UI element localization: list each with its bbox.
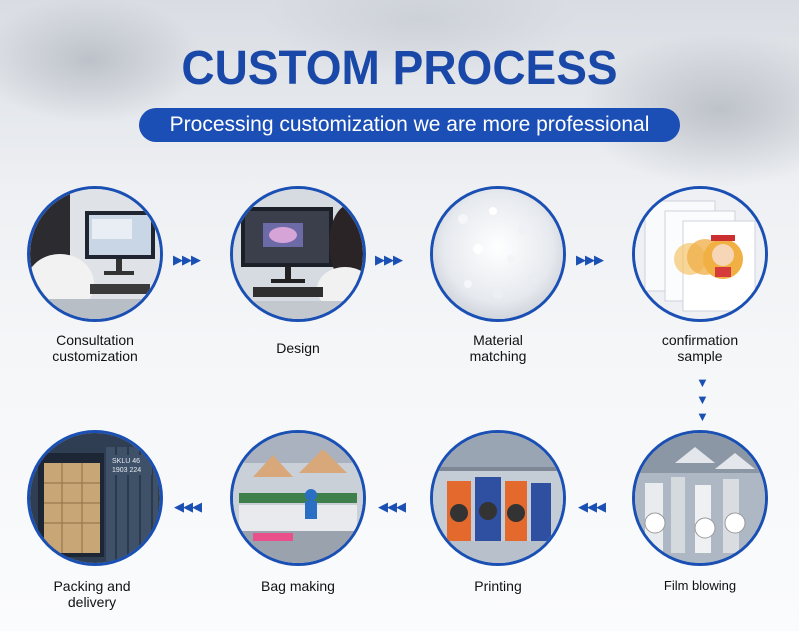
step-image-packing: SKLU 46 1903 224 bbox=[27, 430, 163, 566]
step-label-line: Printing bbox=[474, 578, 522, 594]
step-label-line: Material bbox=[473, 332, 523, 348]
step-label-printing: Printing bbox=[418, 578, 578, 594]
step-label-design: Design bbox=[218, 340, 378, 356]
arrow-left: ◀◀◀ bbox=[378, 499, 406, 514]
step-image-film-blowing bbox=[632, 430, 768, 566]
step-image-printing bbox=[430, 430, 566, 566]
arrow-down: ▼ bbox=[696, 392, 709, 407]
container-id-text: SKLU 46 bbox=[112, 458, 140, 465]
step-label-line: confirmation bbox=[661, 332, 739, 348]
step-label-line: delivery bbox=[67, 594, 117, 610]
step-image-consultation bbox=[27, 186, 163, 322]
step-image-material bbox=[430, 186, 566, 322]
subtitle-banner: Processing customization we are more pro… bbox=[139, 108, 680, 142]
arrow-left: ◀◀◀ bbox=[578, 499, 606, 514]
step-label-line: sample bbox=[677, 348, 723, 364]
step-image-design bbox=[230, 186, 366, 322]
step-label-material: Material matching bbox=[418, 332, 578, 364]
background-photo bbox=[0, 0, 799, 200]
step-label-line: Design bbox=[276, 340, 320, 356]
arrow-down: ▼ bbox=[696, 409, 709, 424]
arrow-down: ▼ bbox=[696, 375, 709, 390]
step-image-sample bbox=[632, 186, 768, 322]
step-image-bag-making bbox=[230, 430, 366, 566]
step-label-bag-making: Bag making bbox=[218, 578, 378, 594]
step-label-line: customization bbox=[52, 348, 138, 364]
arrow-right: ▶▶▶ bbox=[375, 252, 403, 267]
arrow-right: ▶▶▶ bbox=[576, 252, 604, 267]
step-label-film-blowing: Film blowing bbox=[620, 578, 780, 594]
arrow-right: ▶▶▶ bbox=[173, 252, 201, 267]
page-title: CUSTOM PROCESS bbox=[181, 39, 618, 95]
step-label-sample: confirmation sample bbox=[620, 332, 780, 364]
container-id-text: 1903 224 bbox=[112, 467, 141, 474]
step-label-line: Consultation bbox=[56, 332, 134, 348]
step-label-line: matching bbox=[469, 348, 527, 364]
step-label-packing: Packing and delivery bbox=[12, 578, 172, 610]
arrow-left: ◀◀◀ bbox=[174, 499, 202, 514]
step-label-line: Packing and bbox=[53, 578, 131, 594]
step-label-line: Bag making bbox=[261, 578, 335, 594]
step-label-line: Film blowing bbox=[663, 578, 737, 593]
step-label-consultation: Consultation customization bbox=[15, 332, 175, 364]
